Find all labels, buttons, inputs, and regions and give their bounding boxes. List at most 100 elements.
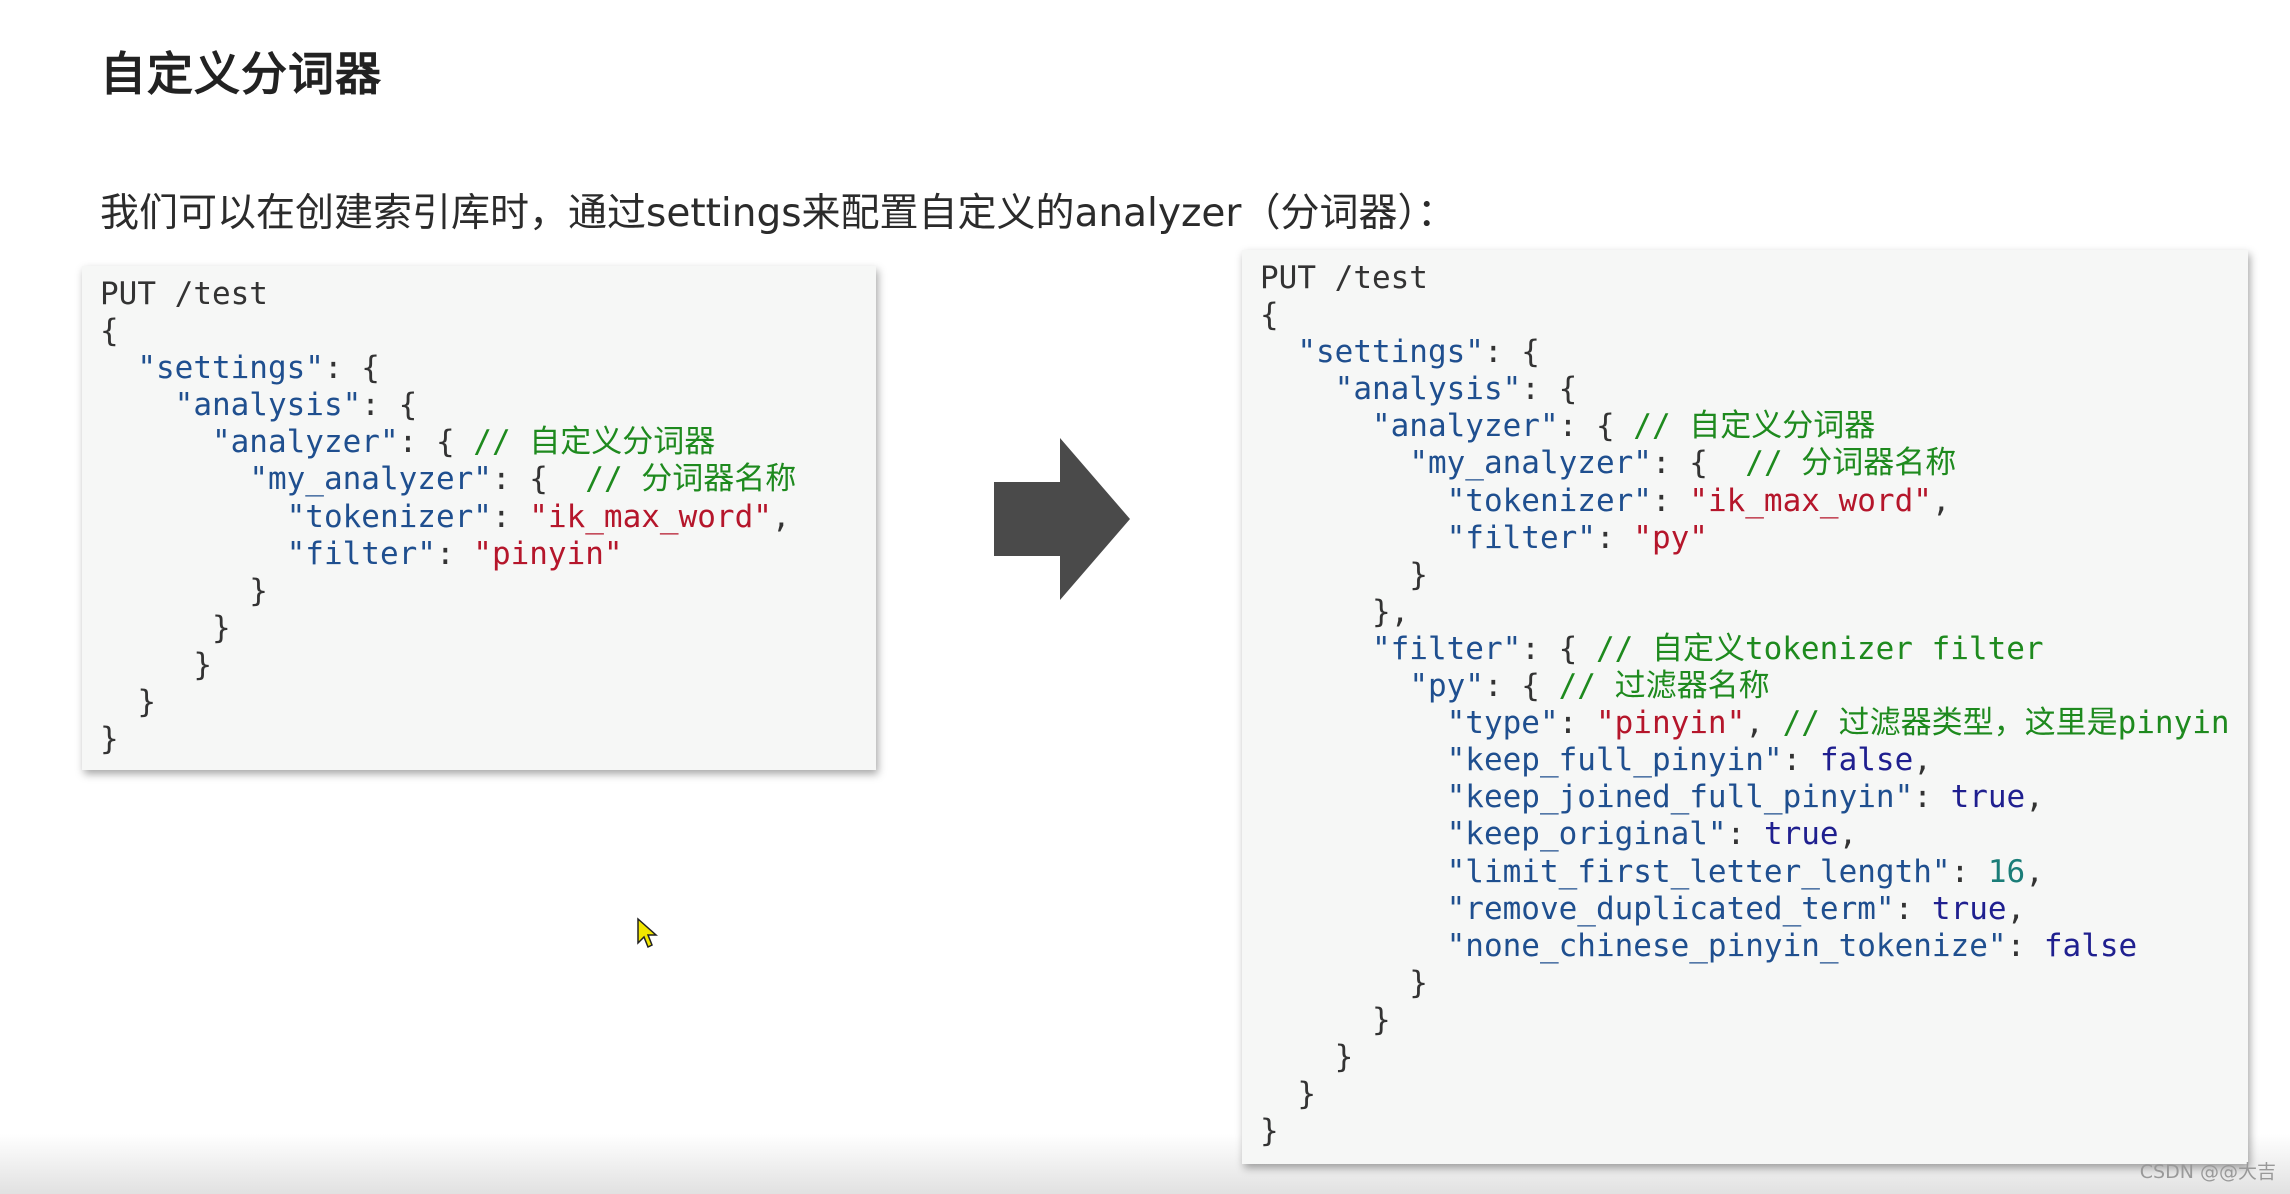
json-key: "keep_full_pinyin" [1446,742,1783,779]
json-string: "pinyin" [473,535,623,572]
code-text [1260,334,1297,370]
code-text: { [1260,297,1279,334]
code-line: "keep_joined_full_pinyin": true, [1260,779,2230,816]
code-text: : [1782,742,1820,779]
code-text: : [435,535,474,572]
code-text [100,424,212,460]
json-key: "filter" [1446,519,1596,556]
json-boolean: false [1819,742,1914,779]
code-text [1260,854,1447,890]
code-comment: // 自定义分词器 [473,424,716,461]
code-text: : [1894,890,1932,927]
code-line: "my_analyzer": { // 分词器名称 [100,461,796,498]
json-key: "tokenizer" [1446,482,1652,519]
code-text: }, [1260,593,1410,630]
code-block-after: PUT /test{ "settings": { "analysis": { "… [1242,250,2248,1164]
code-text: PUT /test [100,276,268,312]
code-line: } [100,647,796,684]
code-text: } [1260,556,1428,593]
code-text: : [1950,853,1988,890]
code-line: } [100,721,796,758]
code-text: , [1745,705,1783,742]
code-line: "analysis": { [100,387,796,424]
json-key: "type" [1446,705,1559,742]
code-text: } [1260,1076,1316,1113]
json-key: "limit_first_letter_length" [1446,853,1951,890]
code-text: , [1931,482,1951,519]
code-text [100,387,175,423]
code-text [100,350,137,386]
code-line: } [1260,1113,2230,1150]
code-line: "analyzer": { // 自定义分词器 [100,424,796,461]
code-text: : [1913,779,1951,816]
code-text [1260,816,1447,852]
code-text [1260,891,1447,927]
json-key: "analysis" [174,387,362,424]
right-arrow-icon [994,438,1130,600]
code-text: : { [1521,371,1578,408]
json-string: "py" [1633,519,1708,556]
watermark: CSDN @@大吉 [2139,1161,2276,1183]
code-line: "remove_duplicated_term": true, [1260,891,2230,928]
code-comment: // 过滤器类型，这里是pinyin [1782,705,2230,742]
code-text: , [2025,853,2044,890]
code-text: } [1260,964,1428,1001]
code-line: PUT /test [100,276,796,313]
json-key: "keep_original" [1446,816,1727,853]
code-text [1260,705,1447,741]
code-text [100,461,249,497]
intro-text: 我们可以在创建索引库时，通过settings来配置自定义的analyzer（分词… [100,191,1456,236]
code-text: , [1913,742,1932,779]
code-line: "keep_full_pinyin": false, [1260,742,2230,779]
mouse-pointer-icon [637,917,658,949]
code-text [1260,408,1372,444]
code-text: : { [323,350,380,387]
code-text: : [2006,927,2044,964]
code-text: : { [361,387,418,424]
code-line: } [1260,965,2230,1002]
code-line: } [1260,1039,2230,1076]
code-text [1260,779,1447,815]
json-boolean: true [1931,890,2007,927]
code-text [100,499,287,535]
code-text: } [100,721,119,758]
code-text: , [2006,890,2026,927]
code-text: , [2025,779,2044,816]
code-text: : { [1483,668,1559,705]
code-text: } [1260,1113,1279,1150]
code-line: }, [1260,594,2230,631]
code-line: "analyzer": { // 自定义分词器 [1260,408,2230,445]
code-comment: // 分词器名称 [585,461,797,498]
code-text: : { [1483,334,1540,371]
json-key: "remove_duplicated_term" [1446,890,1895,927]
code-line: } [100,610,796,647]
code-text: } [1260,1001,1391,1038]
json-key: "analysis" [1334,371,1522,408]
code-comment: // 自定义tokenizer filter [1595,630,2044,667]
json-key: "analyzer" [211,424,399,461]
code-line: "settings": { [100,350,796,387]
json-key: "keep_joined_full_pinyin" [1446,779,1914,816]
code-text: } [100,572,268,609]
json-number: 16 [1987,853,2026,890]
code-line: "settings": { [1260,334,2230,371]
json-string: "pinyin" [1595,705,1746,742]
code-line: PUT /test [1260,260,2230,297]
code-text: PUT /test [1260,260,1428,296]
code-line: } [100,684,796,721]
json-key: "settings" [1297,334,1484,371]
code-text: : { [1651,445,1746,482]
code-text [1260,483,1447,519]
code-text [1260,520,1447,556]
code-line: "tokenizer": "ik_max_word", [1260,483,2230,520]
json-key: "filter" [1371,630,1522,667]
code-listing-after: PUT /test{ "settings": { "analysis": { "… [1260,260,2230,1150]
code-text: : { [1521,630,1596,667]
code-line: "py": { // 过滤器名称 [1260,668,2230,705]
code-text: : [1651,482,1690,519]
code-comment: // 过滤器名称 [1558,668,1770,705]
json-key: "py" [1409,668,1484,705]
code-text [1260,928,1447,964]
code-text [1260,631,1372,667]
code-text: : [1595,519,1634,556]
